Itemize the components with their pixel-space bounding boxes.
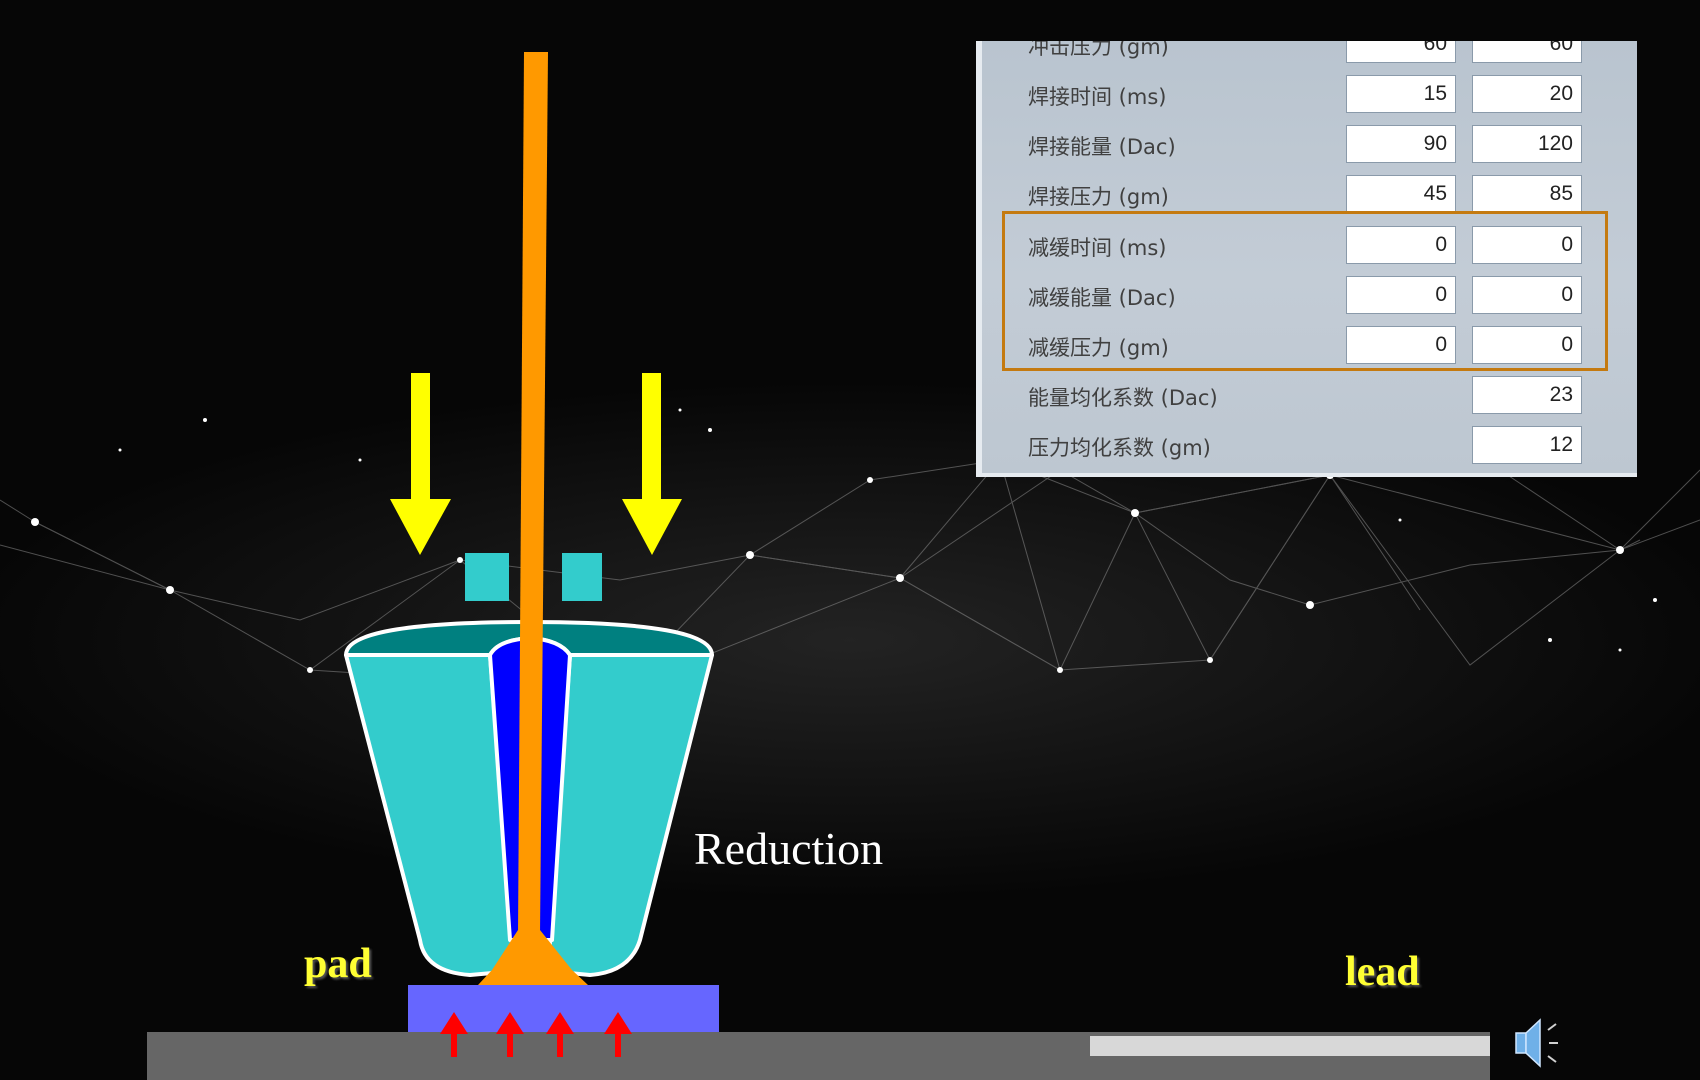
param-label: 冲击压力 (gm): [1028, 41, 1169, 59]
ultrasonic-arrow: [496, 1012, 524, 1057]
param-row-impact-force: 冲击压力 (gm) 60 60: [982, 41, 1637, 69]
force-arrow-left: [390, 373, 451, 555]
param-value-field[interactable]: 12: [1472, 426, 1582, 464]
lead-label: lead: [1345, 949, 1420, 995]
param-value-field[interactable]: 120: [1472, 125, 1582, 163]
param-value-field[interactable]: 60: [1472, 41, 1582, 63]
param-row-bond-energy: 焊接能量 (Dac) 90 120: [982, 119, 1637, 169]
param-value-field[interactable]: 0: [1346, 326, 1456, 364]
ultrasonic-arrow: [604, 1012, 632, 1057]
param-value-field[interactable]: 60: [1346, 41, 1456, 63]
param-label: 减缓压力 (gm): [1028, 336, 1169, 360]
param-value-field[interactable]: 23: [1472, 376, 1582, 414]
capillary-right: [546, 653, 714, 977]
param-row-reduction-time: 减缓时间 (ms) 0 0: [982, 220, 1637, 270]
param-label: 压力均化系数 (gm): [1028, 436, 1211, 460]
param-value-field[interactable]: 15: [1346, 75, 1456, 113]
param-value-field[interactable]: 0: [1346, 226, 1456, 264]
param-row-reduction-force: 减缓压力 (gm) 0 0: [982, 320, 1637, 370]
param-label: 减缓时间 (ms): [1028, 236, 1167, 260]
param-row-bond-force: 焊接压力 (gm) 45 85: [982, 169, 1637, 219]
param-value-field[interactable]: 0: [1472, 276, 1582, 314]
param-label: 减缓能量 (Dac): [1028, 286, 1176, 310]
param-label: 能量均化系数 (Dac): [1028, 386, 1218, 410]
bond-wire: [518, 52, 548, 935]
param-value-field[interactable]: 0: [1346, 276, 1456, 314]
parameter-panel: 冲击压力 (gm) 60 60 焊接时间 (ms) 15 20 焊接能量 (Da…: [976, 41, 1637, 477]
ultrasonic-arrow: [546, 1012, 574, 1057]
speaker-icon[interactable]: [1515, 1018, 1558, 1068]
param-value-field[interactable]: 90: [1346, 125, 1456, 163]
param-value-field[interactable]: 0: [1472, 326, 1582, 364]
param-row-energy-equalization: 能量均化系数 (Dac) 23: [982, 370, 1637, 420]
param-row-reduction-energy: 减缓能量 (Dac) 0 0: [982, 270, 1637, 320]
lead-strip: [1090, 1036, 1490, 1056]
param-label: 焊接能量 (Dac): [1028, 135, 1176, 159]
param-row-bond-time: 焊接时间 (ms) 15 20: [982, 69, 1637, 119]
param-value-field[interactable]: 0: [1472, 226, 1582, 264]
squashed-ball: [478, 930, 588, 985]
marker-square-left: [465, 553, 509, 601]
param-label: 焊接时间 (ms): [1028, 85, 1167, 109]
param-value-field[interactable]: 20: [1472, 75, 1582, 113]
ultrasonic-arrow: [440, 1012, 468, 1057]
param-row-force-equalization: 压力均化系数 (gm) 12: [982, 420, 1637, 470]
param-value-field[interactable]: 45: [1346, 175, 1456, 213]
param-label: 焊接压力 (gm): [1028, 185, 1169, 209]
reduction-label: Reduction: [694, 823, 884, 874]
capillary-left: [344, 653, 516, 977]
pad-label: pad: [304, 941, 372, 987]
force-arrow-right: [622, 373, 682, 555]
marker-square-right: [562, 553, 602, 601]
